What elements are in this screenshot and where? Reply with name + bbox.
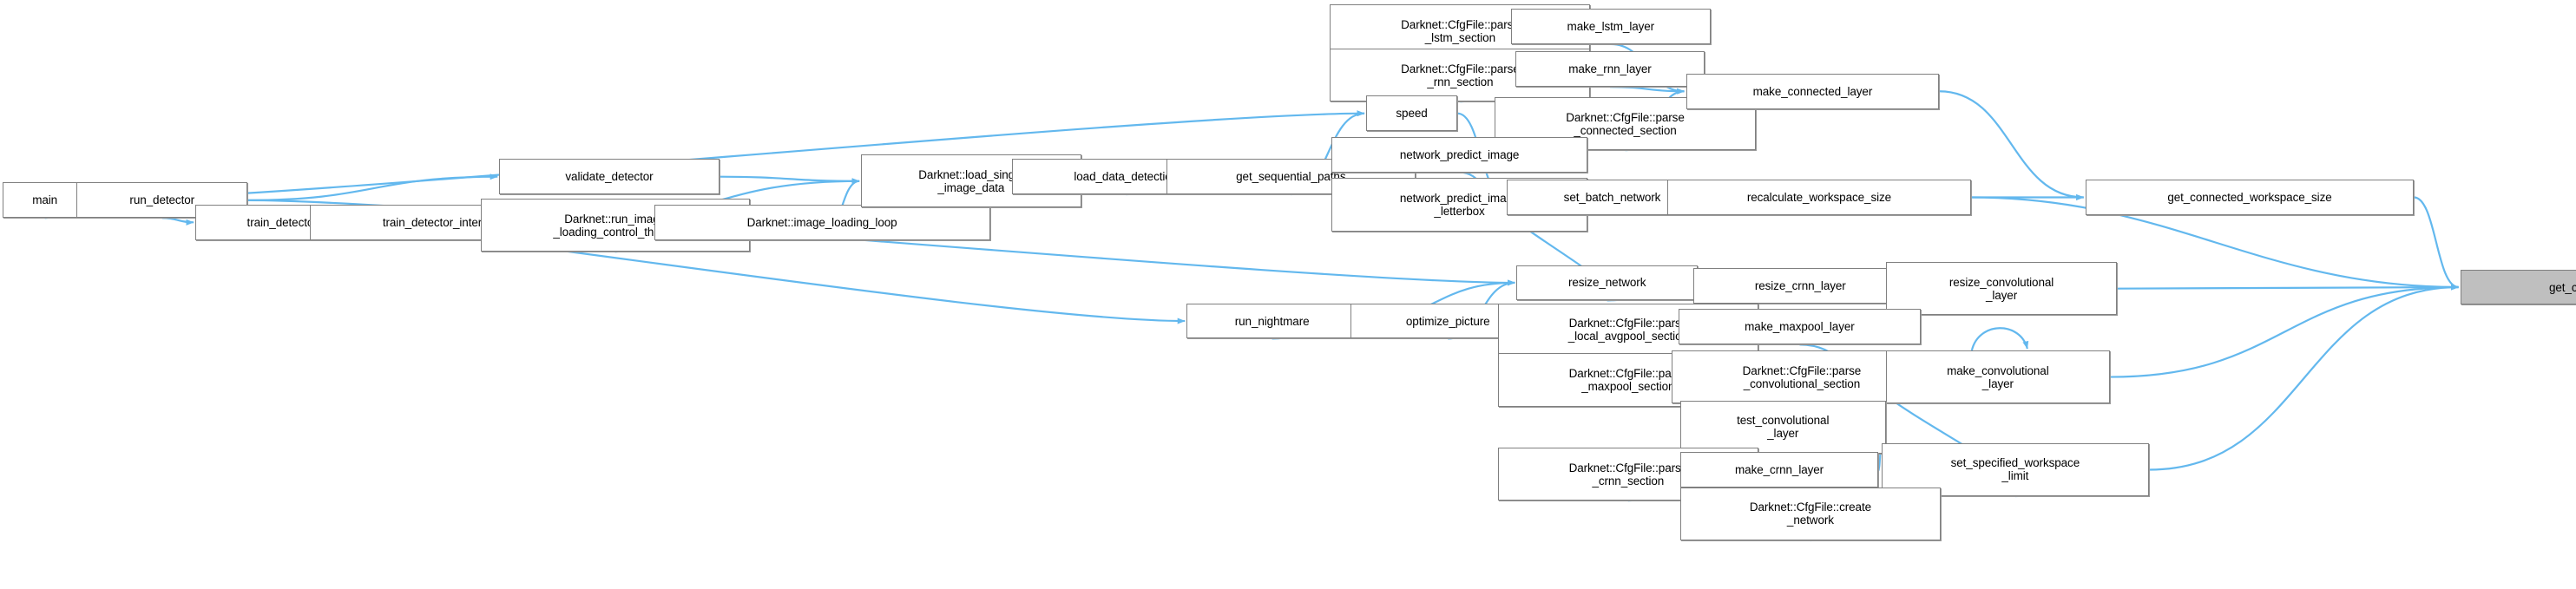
graph-edge-make_connected_layer-to-get_connected_workspace_size — [1939, 90, 2085, 200]
graph-edge-run_detector-to-train_detector — [161, 217, 194, 226]
graph-edge-make_convolutional_layer-to-get_convolutional_workspace_size — [2110, 284, 2460, 378]
graph-node-test_convolutional_layer[interactable]: test_convolutional _layer — [1679, 400, 1886, 454]
graph-node-make_crnn_layer[interactable]: make_crnn_layer — [1679, 452, 1879, 488]
graph-edge-resize_convolutional_layer-to-get_convolutional_workspace_size — [2117, 284, 2460, 291]
graph-node-run_nightmare[interactable]: run_nightmare — [1186, 303, 1358, 339]
graph-edge-make_convolutional_layer-to-make_convolutional_layer — [1970, 327, 2029, 351]
graph-node-main[interactable]: main — [3, 182, 88, 219]
graph-edge-set_specified_workspace_limit-to-get_convolutional_workspace_size — [2149, 284, 2460, 471]
graph-node-resize_network[interactable]: resize_network — [1516, 265, 1698, 301]
graph-node-recalculate_workspace_size[interactable]: recalculate_workspace_size — [1666, 180, 1972, 215]
graph-node-make_convolutional_layer[interactable]: make_convolutional _layer — [1885, 350, 2111, 404]
graph-node-make_connected_layer[interactable]: make_connected_layer — [1686, 73, 1940, 109]
graph-node-get_connected_workspace_size[interactable]: get_connected_workspace_size — [2085, 180, 2415, 215]
graph-edge-make_rnn_layer-to-make_connected_layer — [1609, 86, 1685, 95]
graph-node-run_detector[interactable]: run_detector — [76, 182, 248, 219]
graph-edge-run_detector-to-validate_detector — [247, 173, 498, 201]
graph-node-resize_crnn_layer[interactable]: resize_crnn_layer — [1692, 267, 1908, 304]
graph-edge-validate_detector-to-load_single_image_data — [719, 175, 860, 185]
graph-node-get_convolutional_workspace_size[interactable]: get_convolutional_workspace_size — [2460, 269, 2576, 305]
graph-node-speed[interactable]: speed — [1366, 95, 1458, 132]
graph-edge-get_connected_workspace_size-to-get_convolutional_workspace_size — [2413, 196, 2460, 291]
graph-node-make_maxpool_layer[interactable]: make_maxpool_layer — [1679, 309, 1921, 345]
graph-edge-recalculate_workspace_size-to-get_convolutional_workspace_size — [1971, 196, 2460, 291]
graph-node-image_loading_loop[interactable]: Darknet::image_loading_loop — [654, 204, 990, 240]
graph-node-make_rnn_layer[interactable]: make_rnn_layer — [1515, 51, 1705, 88]
graph-node-validate_detector[interactable]: validate_detector — [499, 159, 720, 195]
graph-node-make_lstm_layer[interactable]: make_lstm_layer — [1510, 9, 1711, 44]
graph-node-set_specified_workspace_limit[interactable]: set_specified_workspace _limit — [1881, 442, 2150, 497]
graph-node-resize_convolutional_layer[interactable]: resize_convolutional _layer — [1885, 262, 2118, 316]
graph-node-network_predict_image[interactable]: network_predict_image — [1331, 136, 1588, 173]
graph-node-create_network[interactable]: Darknet::CfgFile::create _network — [1679, 487, 1941, 540]
